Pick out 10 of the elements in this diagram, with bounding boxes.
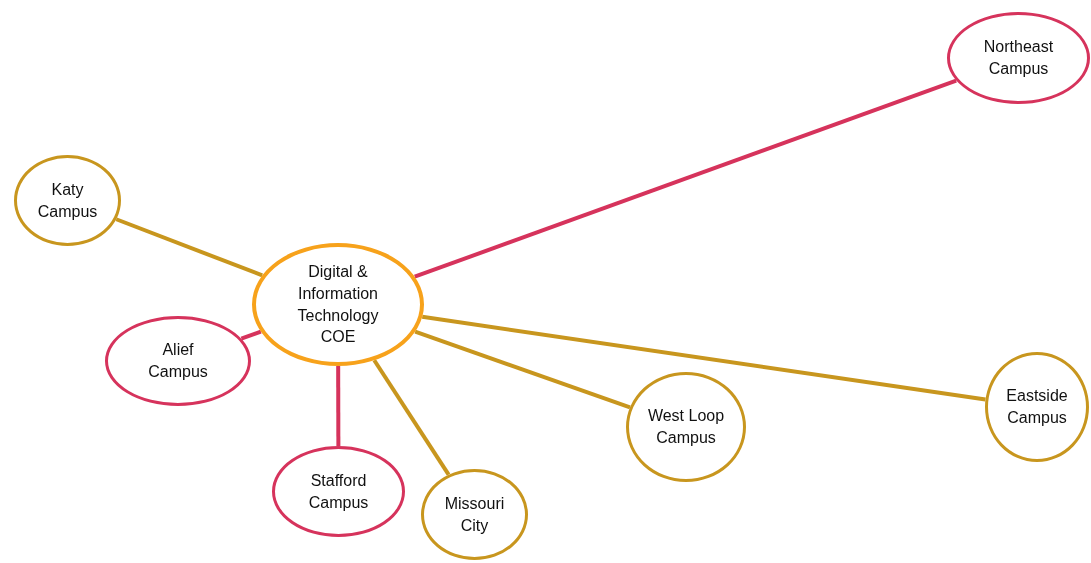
node-label: Northeast Campus <box>982 37 1055 79</box>
node-label: Eastside Campus <box>1005 386 1069 428</box>
node-label: Katy Campus <box>36 179 99 222</box>
connector-line <box>421 314 986 402</box>
node-label: Alief Campus <box>147 340 209 382</box>
node-label: Missouri City <box>443 493 506 536</box>
connector-line <box>336 366 341 446</box>
node-label: Stafford Campus <box>307 470 370 513</box>
node-label: West Loop Campus <box>646 406 726 448</box>
node-label: Digital & Information Technology COE <box>296 262 380 348</box>
